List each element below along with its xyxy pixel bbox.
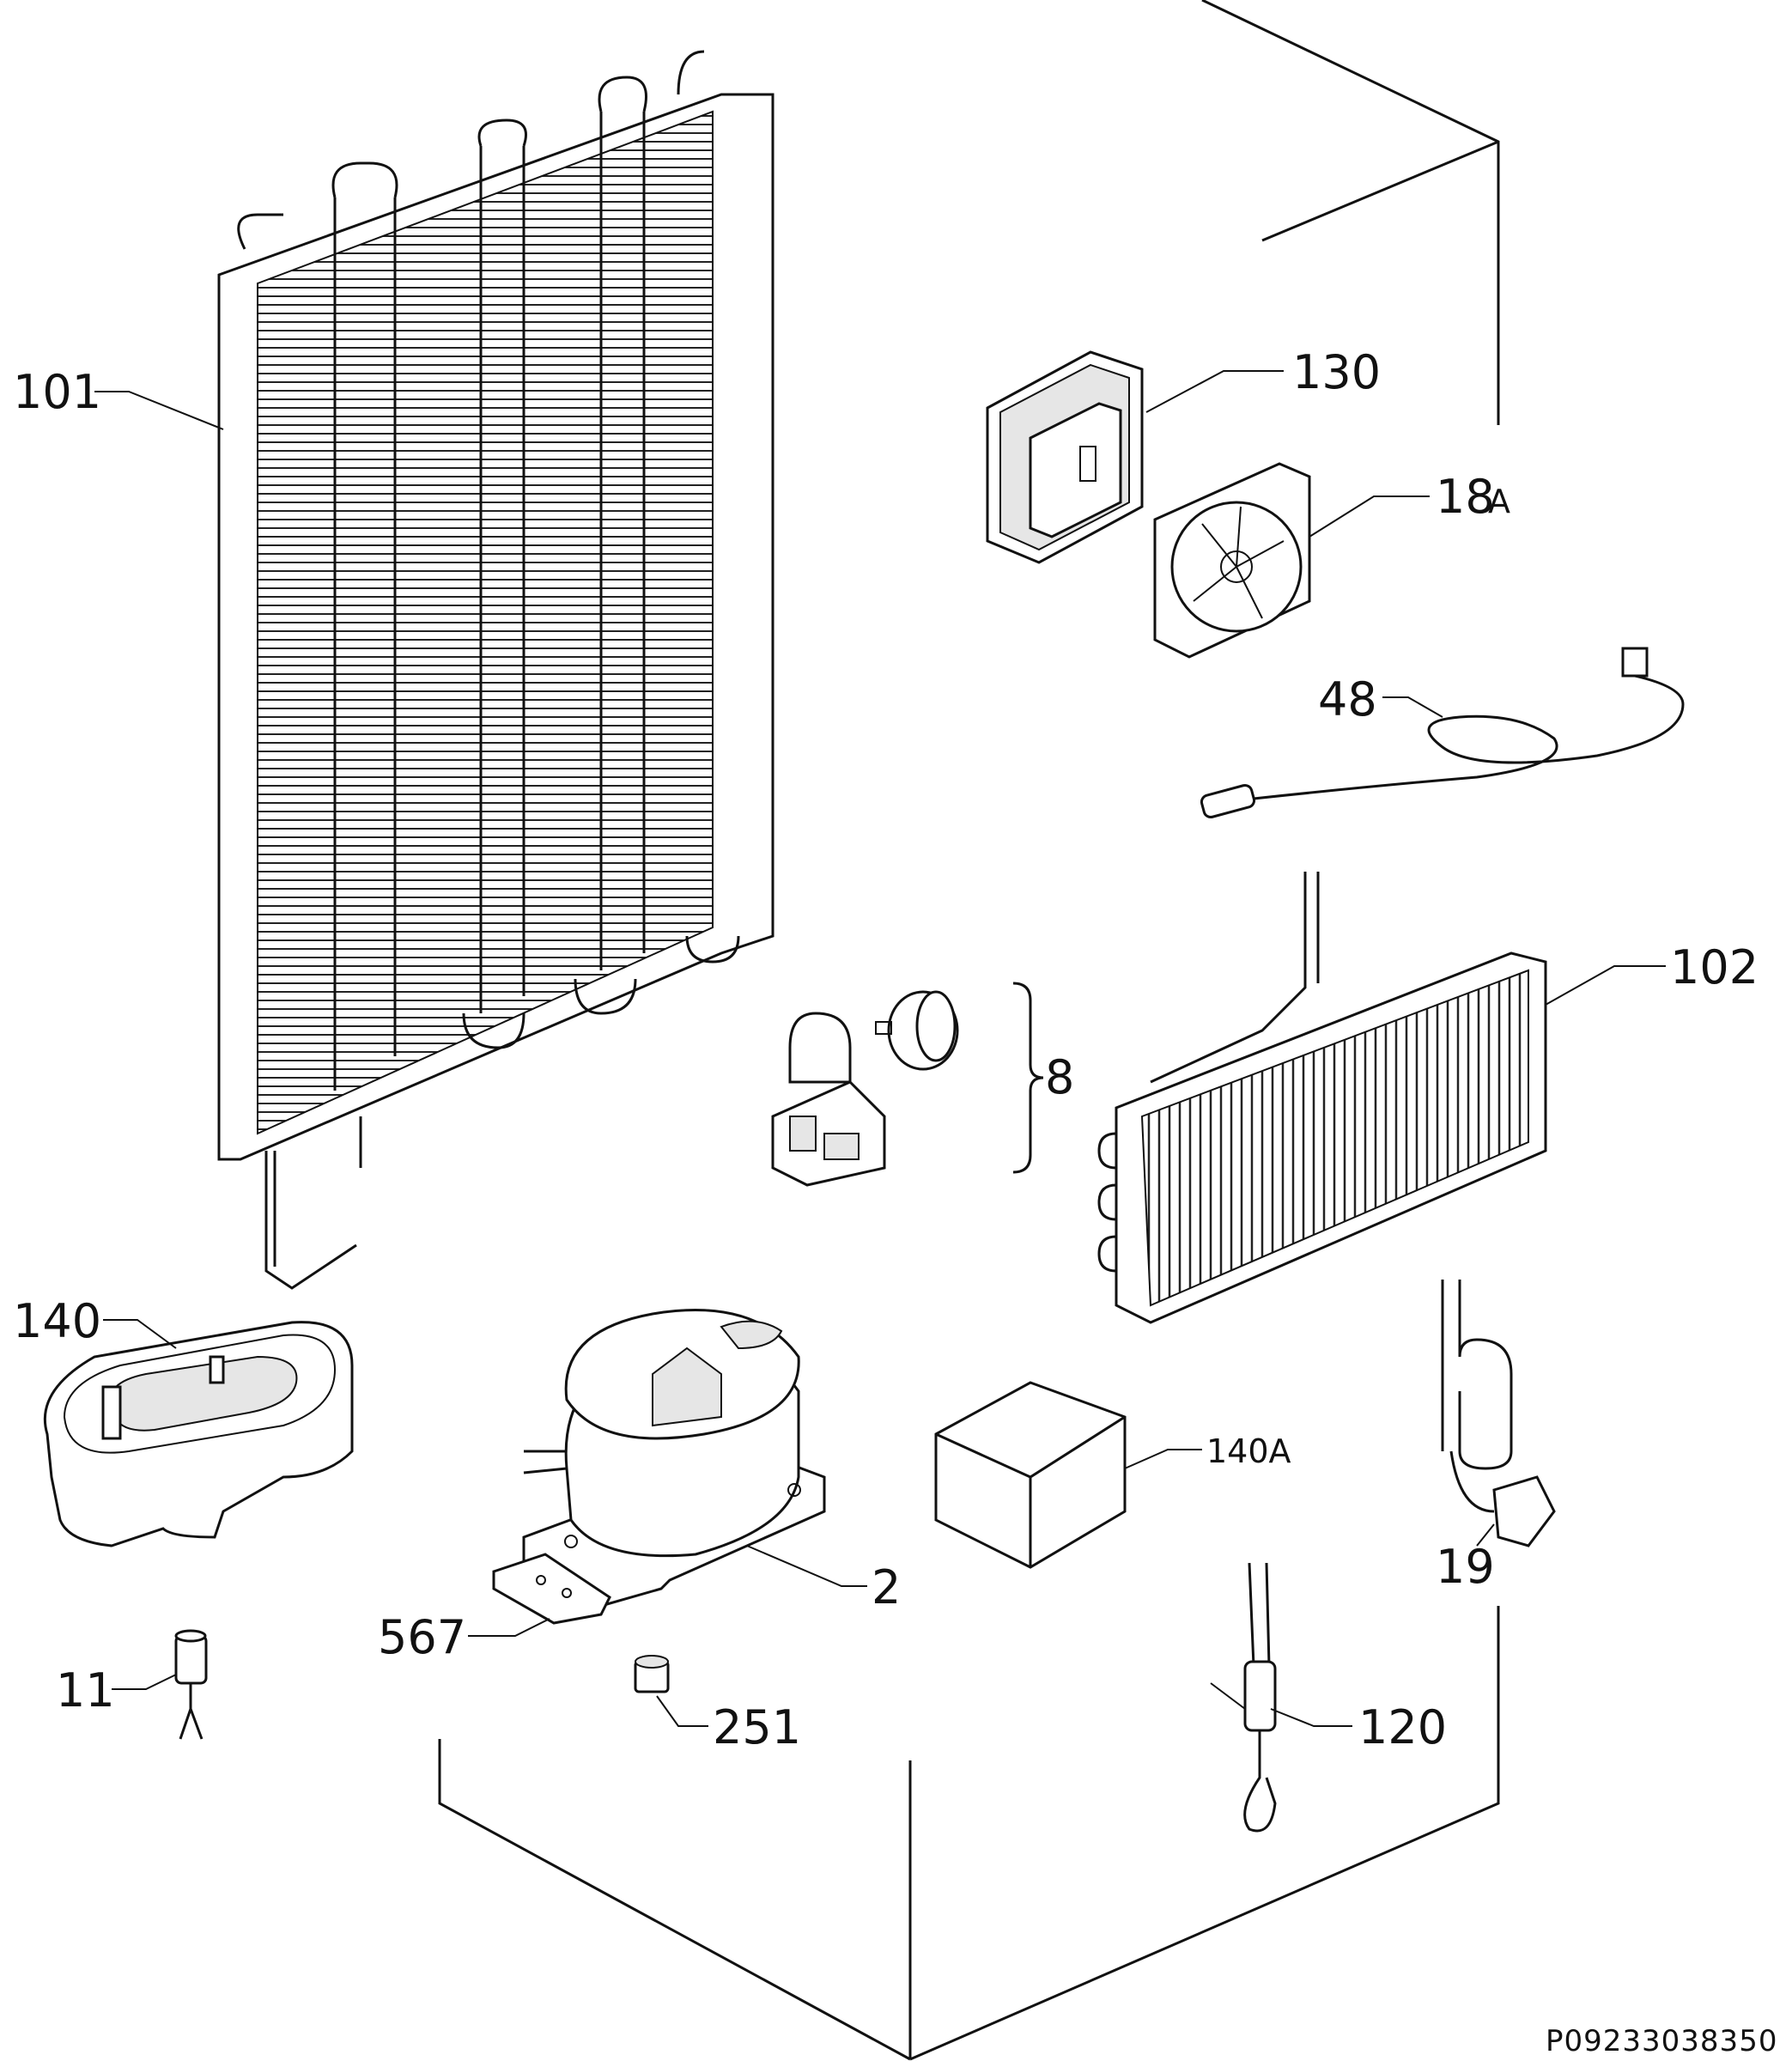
evaporator-102 [1097, 872, 1547, 1324]
nut-251 [634, 1655, 670, 1693]
label-102: 102 [1670, 940, 1759, 994]
mounting-plate-567 [492, 1553, 611, 1625]
leader-lines [94, 370, 1666, 1727]
cabinet-outline [438, 0, 1500, 2061]
sensor-cable-48 [1200, 647, 1685, 819]
label-140a: 140A [1206, 1432, 1291, 1470]
label-130: 130 [1292, 345, 1381, 399]
label-18-suffix: A [1488, 483, 1510, 520]
heater-120 [1210, 1562, 1277, 1833]
drip-tray-140 [43, 1321, 354, 1547]
label-19: 19 [1436, 1540, 1495, 1594]
fan-shroud-130 [986, 350, 1144, 564]
compressor-2 [522, 1309, 826, 1608]
label-8: 8 [1045, 1050, 1074, 1104]
box-140a [934, 1381, 1127, 1569]
label-48: 48 [1318, 672, 1377, 727]
label-101: 101 [13, 365, 101, 419]
fan-18a [1153, 462, 1311, 659]
label-11: 11 [56, 1663, 115, 1718]
label-140: 140 [13, 1294, 101, 1348]
relay-8 [771, 982, 1044, 1187]
reference-code: P09233038350 [1546, 2024, 1777, 2058]
label-120: 120 [1358, 1700, 1447, 1754]
label-567: 567 [378, 1610, 466, 1664]
condenser-101 [217, 50, 775, 1290]
sensor-11 [174, 1629, 208, 1740]
label-2: 2 [872, 1560, 901, 1614]
label-251: 251 [713, 1700, 801, 1754]
power-cable-19 [1441, 1280, 1556, 1547]
label-18: 18 [1436, 470, 1495, 524]
callout-labels: 101 130 18 A 48 102 8 140 140A 2 19 567 … [13, 345, 1777, 2058]
